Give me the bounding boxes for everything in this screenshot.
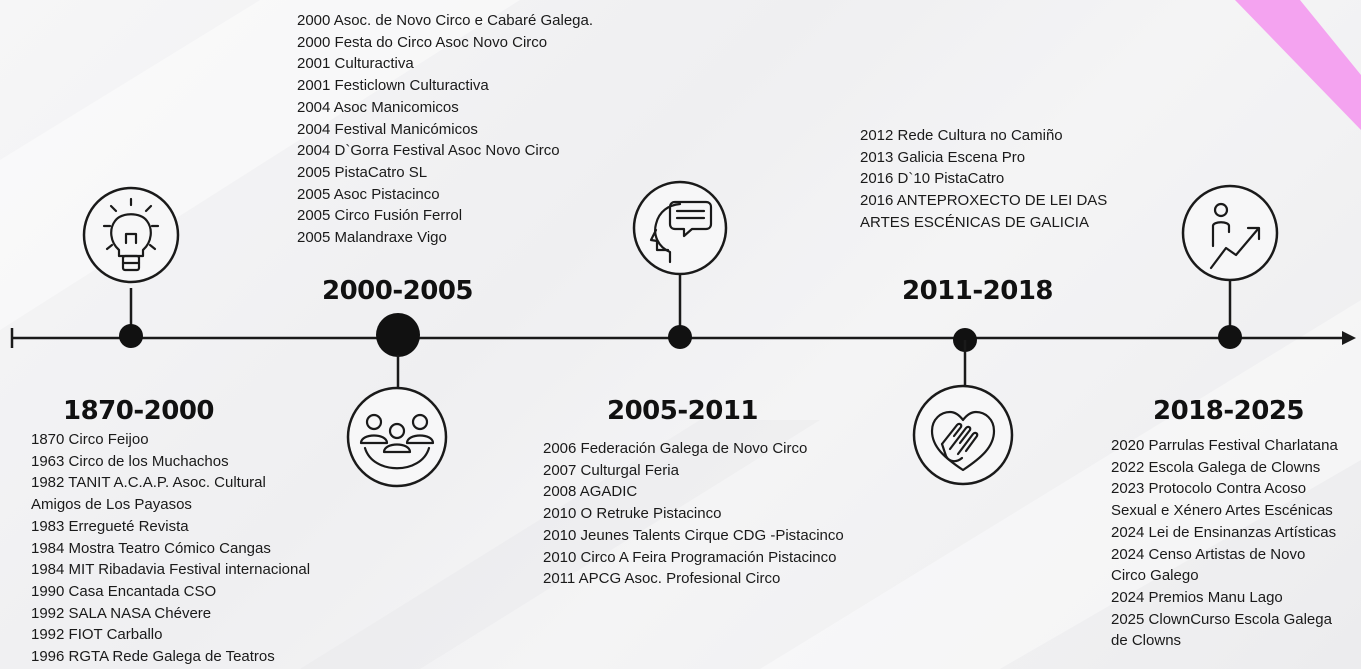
list-item: 2006 Federación Galega de Novo Circo xyxy=(543,440,808,457)
list-item: 2020 Parrulas Festival Charlatana xyxy=(1111,437,1338,454)
timeline-dot-1870-2000 xyxy=(119,324,143,348)
list-item: 2010 Circo A Feira Programación Pistacin… xyxy=(543,548,837,566)
list-item: 2010 Jeunes Talents Cirque CDG -Pistacin… xyxy=(543,526,844,544)
period-label-2005-2011: 2005-2011 xyxy=(607,396,759,426)
list-item: 1870 Circo Feijoo xyxy=(31,431,149,448)
period-label-2000-2005: 2000-2005 xyxy=(322,276,474,306)
list-item: 1984 MIT Ribadavia Festival internaciona… xyxy=(31,561,311,579)
list-item: 2011 APCG Asoc. Profesional Circo xyxy=(543,570,781,588)
list-item: 1990 Casa Encantada CSO xyxy=(31,582,217,600)
list-item: 2005 Malandraxe Vigo xyxy=(297,229,447,247)
list-item: 2007 Culturgal Feria xyxy=(543,461,679,479)
events-list-2011-2018: 2012 Rede Cultura no Camiño 2013 Galicia… xyxy=(860,125,1107,234)
heart-hand-icon xyxy=(930,410,996,472)
list-item: ARTES ESCÉNICAS DE GALICIA xyxy=(860,213,1089,231)
period-label-2011-2018: 2011-2018 xyxy=(902,276,1054,306)
list-item: 2004 Asoc Manicomicos xyxy=(297,98,459,116)
timeline-dot-2005-2011 xyxy=(668,325,692,349)
list-item: 2004 D`Gorra Festival Asoc Novo Circo xyxy=(297,142,560,160)
list-item: 2005 Circo Fusión Ferrol xyxy=(297,207,463,225)
icon-circle-2011-2018 xyxy=(912,384,1014,486)
list-item: 2000 Festa do Circo Asoc Novo Circo xyxy=(297,33,548,51)
list-item: 2010 O Retruke Pistacinco xyxy=(543,505,722,523)
list-item: Circo Galego xyxy=(1111,567,1199,585)
list-item: 1984 Mostra Teatro Cómico Cangas xyxy=(31,539,271,557)
events-list-2018-2025: 2020 Parrulas Festival Charlatana 2022 E… xyxy=(1111,435,1338,652)
list-item: Sexual e Xénero Artes Escénicas xyxy=(1111,502,1333,520)
events-list-1870-2000: 1870 Circo Feijoo 1963 Circo de los Much… xyxy=(31,429,310,668)
list-item: 1996 RGTA Rede Galega de Teatros xyxy=(31,648,275,666)
head-speech-icon xyxy=(649,200,713,264)
list-item: 2016 D`10 PistaCatro xyxy=(860,170,1005,188)
list-item: 2005 Asoc Pistacinco xyxy=(297,185,440,203)
list-item: 1963 Circo de los Muchachos xyxy=(31,452,229,470)
list-item: 2008 AGADIC xyxy=(543,483,638,501)
list-item: 1983 Erregueté Revista xyxy=(31,517,189,535)
lightbulb-icon xyxy=(102,197,160,272)
list-item: 1992 SALA NASA Chévere xyxy=(31,604,212,622)
list-item: 2001 Culturactiva xyxy=(297,55,414,73)
list-item: 2023 Protocolo Contra Acoso xyxy=(1111,480,1307,498)
list-item: 2001 Festiclown Culturactiva xyxy=(297,77,489,95)
community-icon xyxy=(359,413,435,470)
period-label-2018-2025: 2018-2025 xyxy=(1153,396,1305,426)
timeline-arrow-head xyxy=(1342,331,1356,345)
list-item: 1992 FIOT Carballo xyxy=(31,626,163,644)
list-item: 2025 ClownCurso Escola Galega xyxy=(1111,610,1332,628)
period-label-1870-2000: 1870-2000 xyxy=(63,396,215,426)
list-item: 2000 Asoc. de Novo Circo e Cabaré Galega… xyxy=(297,12,594,29)
list-item: 2013 Galicia Escena Pro xyxy=(860,148,1026,166)
list-item: 2005 PistaCatro SL xyxy=(297,163,428,181)
list-item: de Clowns xyxy=(1111,632,1182,650)
list-item: 2024 Premios Manu Lago xyxy=(1111,588,1283,606)
list-item: 2024 Censo Artistas de Novo xyxy=(1111,545,1306,563)
list-item: 1982 TANIT A.C.A.P. Asoc. Cultural xyxy=(31,474,266,492)
list-item: 2022 Escola Galega de Clowns xyxy=(1111,458,1321,476)
events-list-2000-2005: 2000 Asoc. de Novo Circo e Cabaré Galega… xyxy=(297,10,593,249)
list-item: 2012 Rede Cultura no Camiño xyxy=(860,127,1063,144)
person-growth-icon xyxy=(1209,202,1261,270)
timeline-dot-2018-2025 xyxy=(1218,325,1242,349)
list-item: 2016 ANTEPROXECTO DE LEI DAS xyxy=(860,192,1108,210)
icon-circle-2018-2025 xyxy=(1181,184,1279,282)
list-item: 2004 Festival Manicómicos xyxy=(297,120,478,138)
events-list-2005-2011: 2006 Federación Galega de Novo Circo 200… xyxy=(543,438,844,590)
list-item: 2024 Lei de Ensinanzas Artísticas xyxy=(1111,523,1337,541)
timeline-dot-2000-2005 xyxy=(376,313,420,357)
list-item: Amigos de Los Payasos xyxy=(31,496,192,514)
